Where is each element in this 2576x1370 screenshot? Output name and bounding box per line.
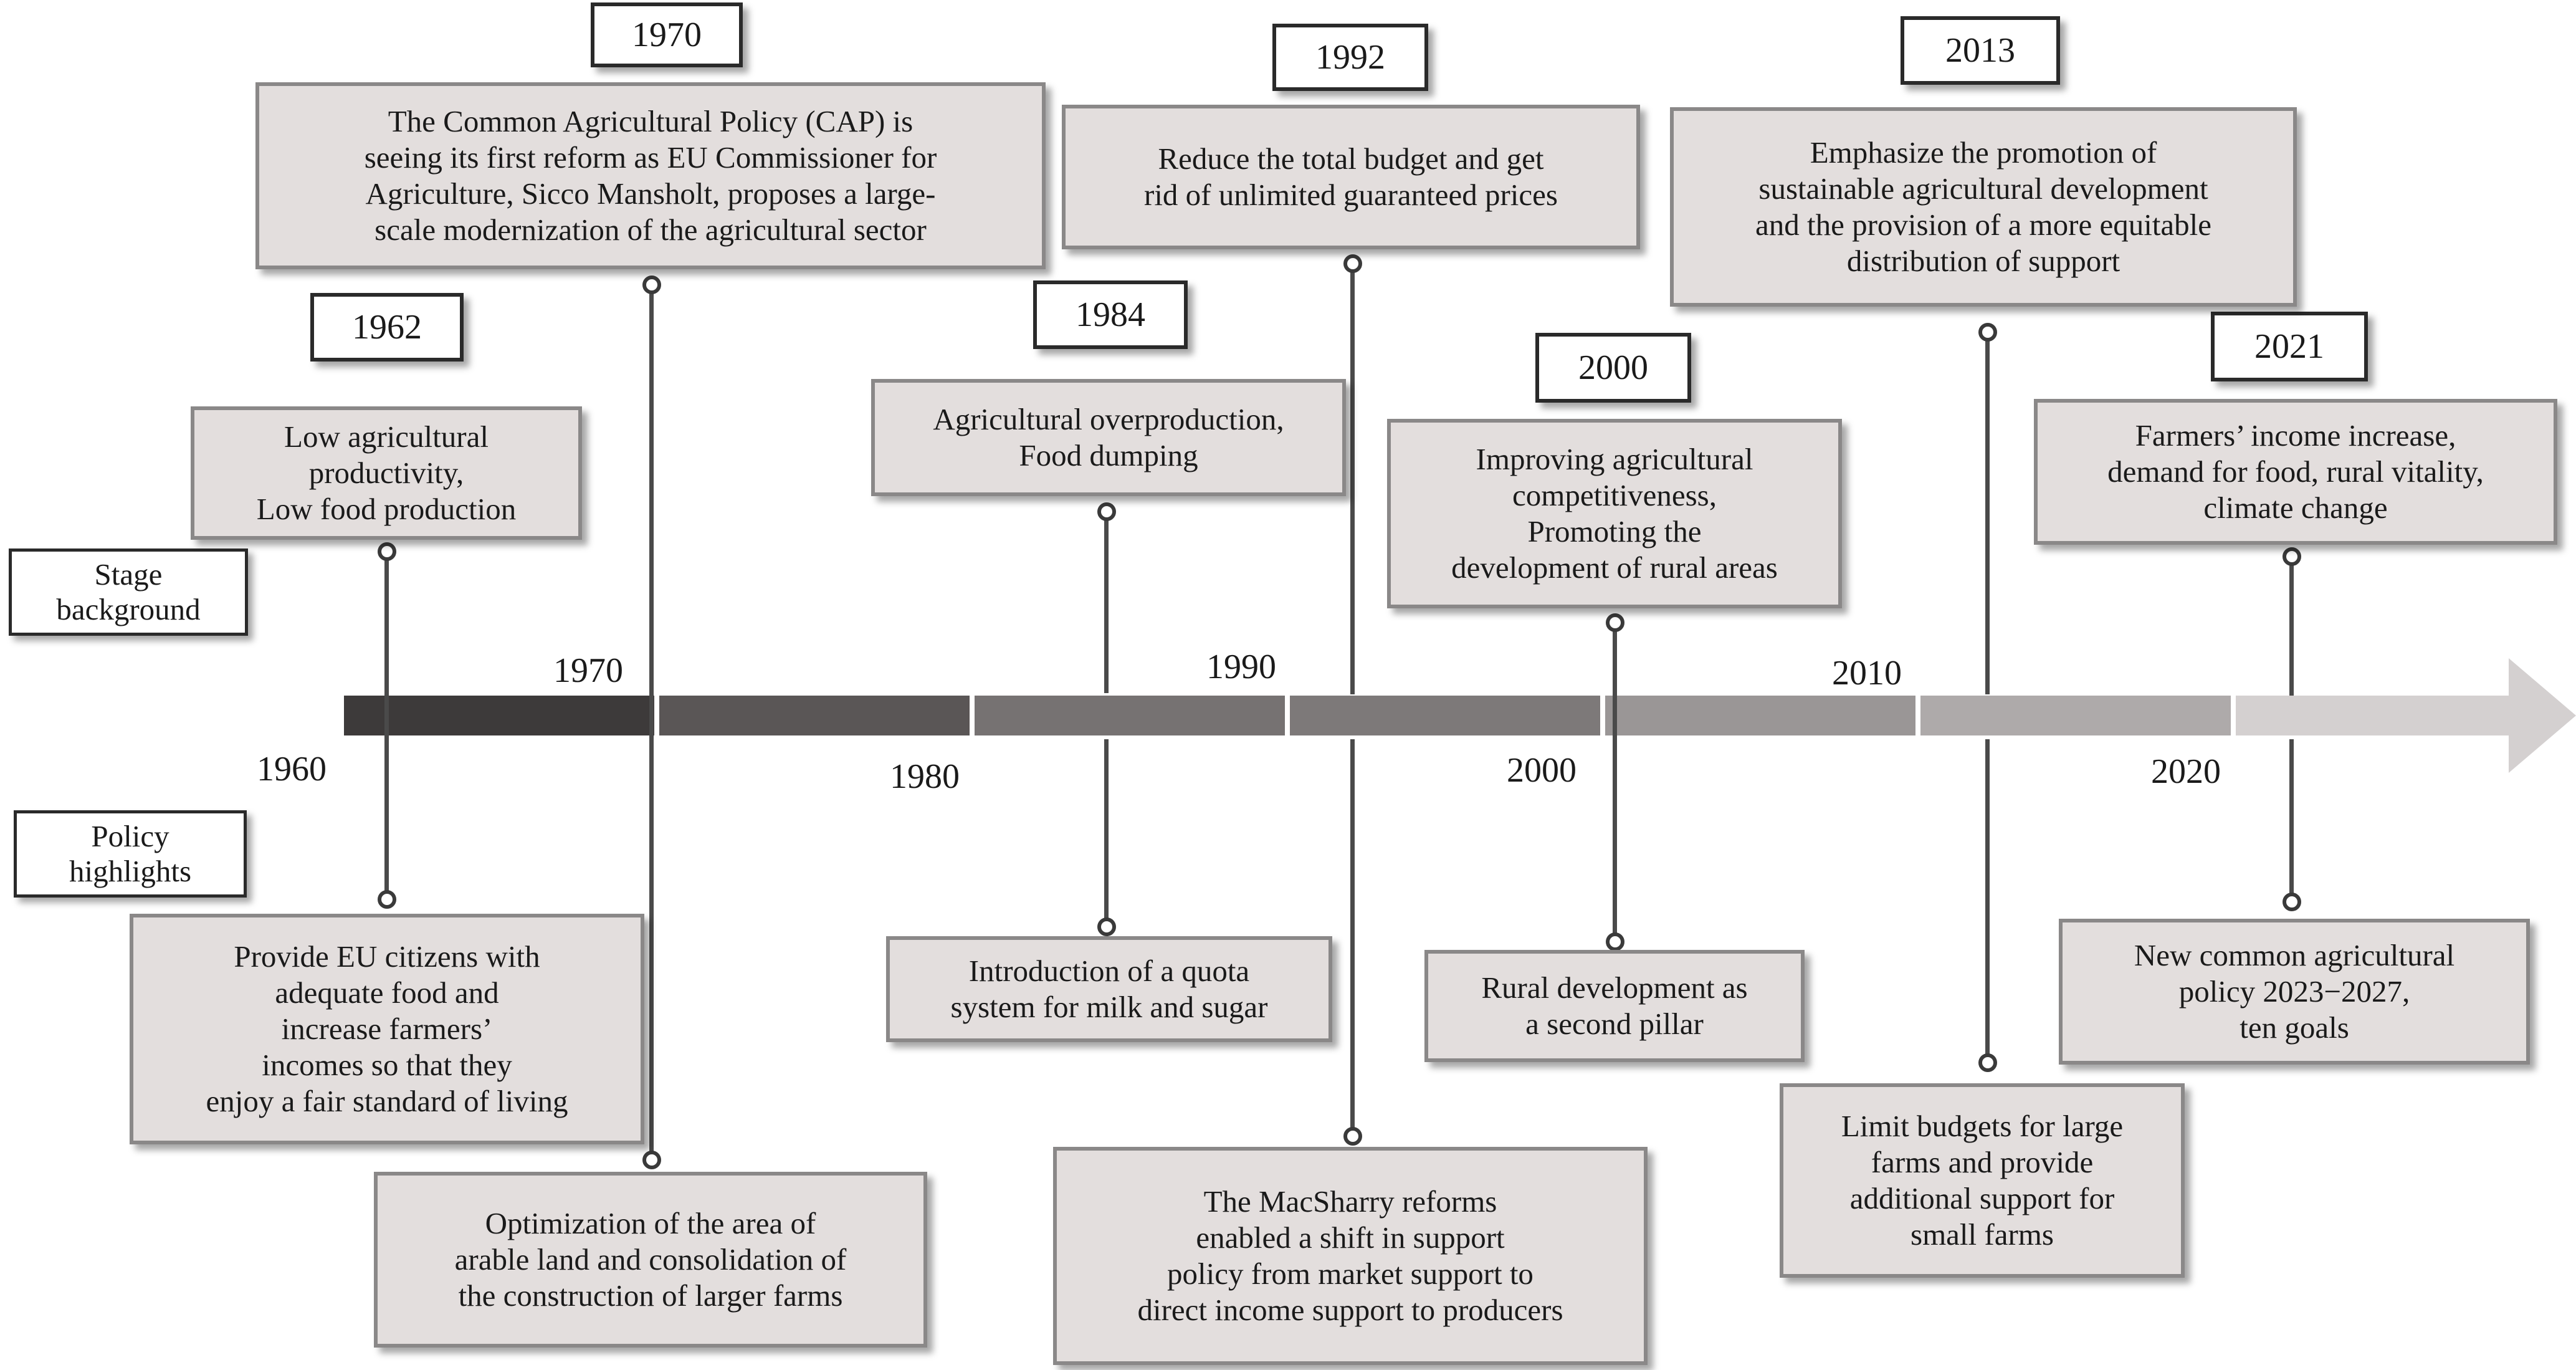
axis-tick-1960: 1960 [257,750,327,788]
connector-2000 [1613,623,1617,947]
connector-dot-2000-top [1606,613,1624,632]
connector-1984-upper [1104,512,1109,693]
background-box-1992: Reduce the total budget and get rid of u… [1062,105,1640,249]
background-box-2021: Farmers’ income increase, demand for foo… [2034,399,2557,545]
connector-1992-upper [1350,263,1355,694]
connector-1962 [384,551,389,900]
connector-1984-lower [1104,739,1109,926]
connector-2021-upper [2289,557,2294,696]
connector-dot-1970-bottom [642,1151,661,1169]
year-box-1970: 1970 [591,2,743,67]
connector-dot-1992-bottom [1343,1127,1362,1146]
axis-tick-2020: 2020 [2151,752,2221,791]
connector-dot-1970-top [642,275,661,294]
connector-dot-1984-top [1097,502,1116,521]
axis-tick-1980: 1980 [890,757,960,796]
policy-box-2013: Limit budgets for large farms and provid… [1780,1083,2185,1278]
connector-dot-1962-top [378,542,396,561]
background-box-2013: Emphasize the promotion of sustainable a… [1670,107,2297,307]
timeline-segment-1990s [1290,696,1600,735]
year-box-2021: 2021 [2211,312,2368,381]
axis-tick-2000: 2000 [1507,751,1577,790]
connector-dot-2013-bottom [1978,1053,1997,1072]
policy-box-1984: Introduction of a quota system for milk … [886,936,1332,1042]
stage-background-label: Stage background [9,548,248,636]
timeline-arrowhead [2509,658,2576,773]
timeline-segment-1980s [975,696,1285,735]
connector-dot-2021-bottom [2283,893,2301,911]
policy-box-1962: Provide EU citizens with adequate food a… [130,914,644,1144]
connector-dot-2000-bottom [1606,932,1624,951]
connector-dot-2021-top [2283,547,2301,566]
year-box-2000: 2000 [1535,333,1691,403]
background-box-1962: Low agricultural productivity, Low food … [191,406,582,540]
connector-dot-2013-top [1978,323,1997,342]
timeline-segment-2010s [1920,696,2231,735]
connector-dot-1992-top [1343,254,1362,273]
connector-dot-1984-bottom [1097,917,1116,936]
policy-box-2000: Rural development as a second pillar [1424,950,1805,1062]
timeline-segment-1960s [344,696,654,735]
connector-1992-lower [1350,739,1355,1136]
timeline-segment-2000s [1605,696,1915,735]
connector-2021-lower [2289,739,2294,903]
policy-box-2021: New common agricultural policy 2023−2027… [2059,919,2530,1065]
year-box-1962: 1962 [310,293,464,362]
connector-2013-lower [1985,739,1990,1063]
year-box-2013: 2013 [1901,16,2060,85]
policy-box-1970: Optimization of the area of arable land … [374,1172,927,1348]
axis-tick-1970: 1970 [553,651,623,690]
axis-tick-2010: 2010 [1832,654,1902,692]
connector-1970 [649,285,654,1159]
background-box-2000: Improving agricultural competitiveness, … [1387,419,1842,608]
connector-dot-1962-bottom [378,890,396,909]
connector-2013-upper [1985,333,1990,694]
background-box-1984: Agricultural overproduction, Food dumpin… [871,379,1346,496]
year-box-1992: 1992 [1272,24,1428,91]
background-box-1970: The Common Agricultural Policy (CAP) is … [255,82,1046,269]
policy-highlights-label: Policy highlights [14,810,247,898]
axis-tick-1990: 1990 [1206,648,1276,686]
policy-box-1992: The MacSharry reforms enabled a shift in… [1053,1147,1648,1365]
timeline-segment-1970s [659,696,970,735]
timeline-segment-2020s [2236,696,2510,735]
year-box-1984: 1984 [1033,280,1188,349]
